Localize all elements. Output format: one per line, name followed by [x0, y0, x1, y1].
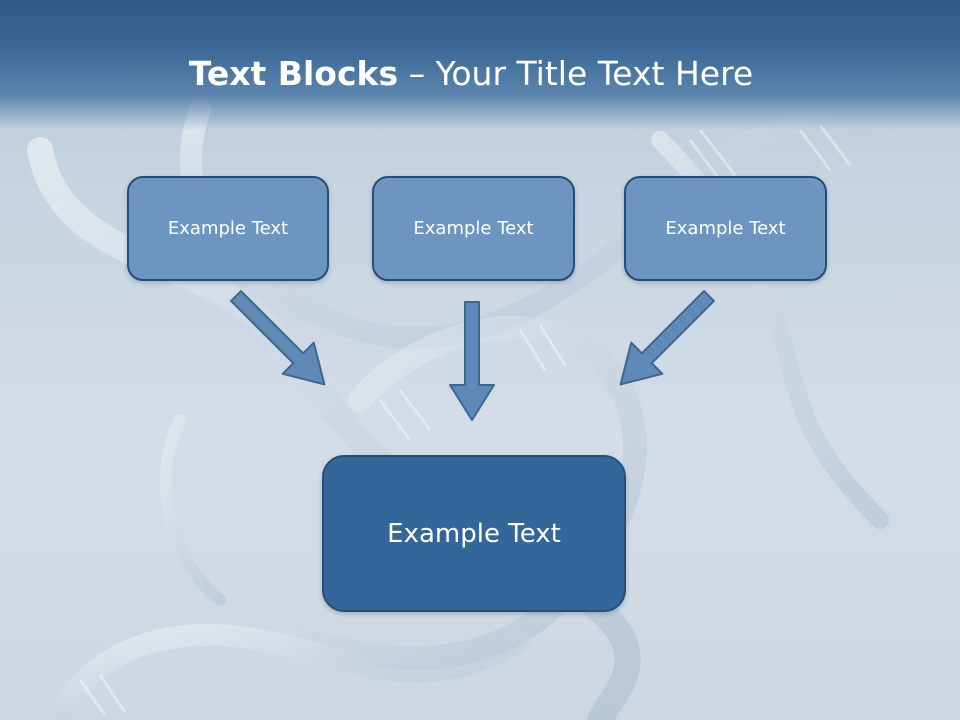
text-block-3-label: Example Text: [665, 218, 786, 239]
arrow-right: [619, 290, 715, 386]
main-text-block: Example Text: [322, 455, 626, 612]
title-rest: Your Title Text Here: [435, 54, 754, 93]
title-band: [0, 0, 960, 130]
helix-strand: [49, 623, 531, 720]
text-block-1-label: Example Text: [167, 218, 289, 239]
text-block-2-label: Example Text: [413, 218, 534, 239]
text-block-3: Example Text: [624, 176, 827, 281]
helix-strand: [159, 414, 226, 606]
main-text-block-label: Example Text: [387, 518, 561, 549]
arrow-left: [230, 290, 326, 386]
arrow-center: [449, 301, 495, 421]
title-bold: Text Blocks: [188, 54, 399, 93]
slide-title: Text Blocks – Your Title Text Here: [0, 52, 942, 96]
text-block-1: Example Text: [127, 176, 329, 281]
title-dash: –: [408, 54, 426, 93]
text-block-2: Example Text: [372, 176, 575, 281]
